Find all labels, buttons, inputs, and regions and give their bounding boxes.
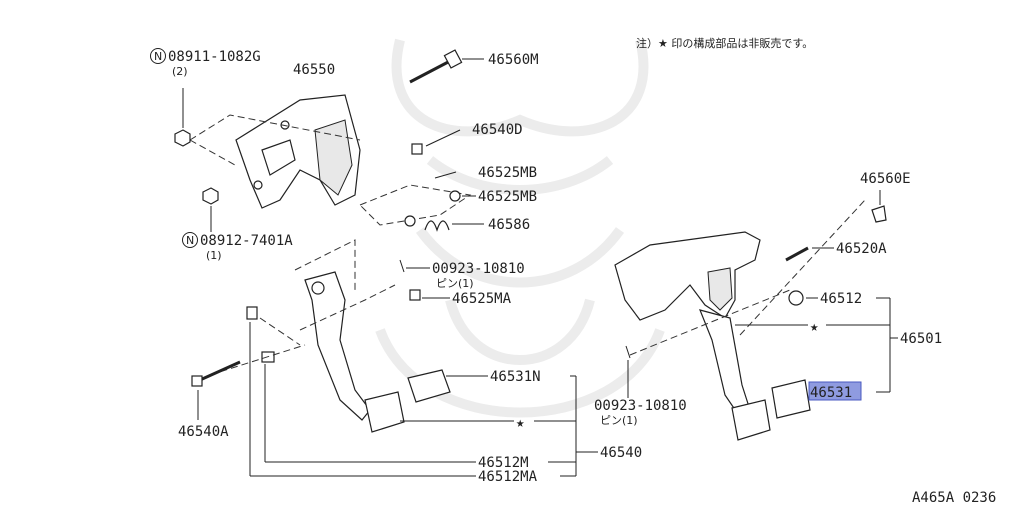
label-46525MA: 46525MA	[452, 291, 512, 307]
label-08912-7401A: 08912-7401A	[200, 233, 293, 249]
pin-00923-bottom	[625, 345, 631, 359]
spring-46586	[424, 220, 450, 232]
label-46512: 46512	[820, 291, 862, 307]
bolt-46540D	[411, 143, 423, 155]
label-46560M: 46560M	[488, 52, 539, 68]
label-46531: 46531	[810, 385, 852, 401]
clip-46525MA	[409, 289, 421, 301]
n-mark-icon-2	[182, 232, 198, 248]
label-46560E: 46560E	[860, 171, 911, 187]
watermark-logo	[375, 38, 665, 418]
label-46550: 46550	[293, 62, 335, 78]
star-mark-left: ★	[516, 415, 525, 431]
clip-46560E	[871, 205, 887, 223]
bushing-46525MB	[449, 190, 461, 202]
label-08911-1082G: 08911-1082G	[168, 49, 261, 65]
note-text: 注）★ 印の構成部品は非販売です。	[636, 36, 813, 50]
pedal-assembly-46501	[614, 231, 771, 441]
highlight-46531	[808, 381, 862, 401]
label-46531N: 46531N	[490, 369, 541, 385]
n-mark-text: N	[154, 50, 162, 63]
n-mark-text-2: N	[186, 234, 194, 247]
pin-00923-top	[399, 259, 405, 273]
bolt-46540A	[191, 360, 241, 387]
nut-08911	[174, 129, 191, 147]
label-46525MB-2: 46525MB	[478, 189, 537, 205]
label-46586: 46586	[488, 217, 530, 233]
bushing-46512MA	[246, 306, 258, 320]
bolt-46560M	[409, 49, 463, 84]
pad-46531	[771, 379, 811, 419]
label-46501: 46501	[900, 331, 942, 347]
qty-08912: (1)	[206, 249, 222, 262]
bushing-46512	[788, 290, 804, 306]
label-46540D: 46540D	[472, 122, 523, 138]
bolt-46520A	[785, 246, 809, 262]
label-00923-top: 00923-10810	[432, 261, 525, 277]
label-pin-top: ピン(1)	[436, 277, 474, 290]
figure-code: A465A 0236	[912, 490, 996, 506]
label-00923-bottom: 00923-10810	[594, 398, 687, 414]
bushing-46525MB-2	[404, 215, 416, 227]
pad-46531N	[407, 369, 451, 403]
label-46540A: 46540A	[178, 424, 229, 440]
star-mark-right: ★	[810, 319, 819, 335]
pedal-46540	[304, 271, 405, 433]
label-46525MB-1: 46525MB	[478, 165, 537, 181]
label-46520A: 46520A	[836, 241, 887, 257]
label-pin-bottom: ピン(1)	[600, 414, 638, 427]
n-mark-icon	[150, 48, 166, 64]
label-46512M: 46512M	[478, 455, 529, 471]
label-46512MA: 46512MA	[478, 469, 538, 485]
bracket-46550	[235, 94, 361, 209]
nut-08912	[202, 187, 219, 205]
label-46540: 46540	[600, 445, 642, 461]
qty-08911: (2)	[172, 65, 188, 78]
